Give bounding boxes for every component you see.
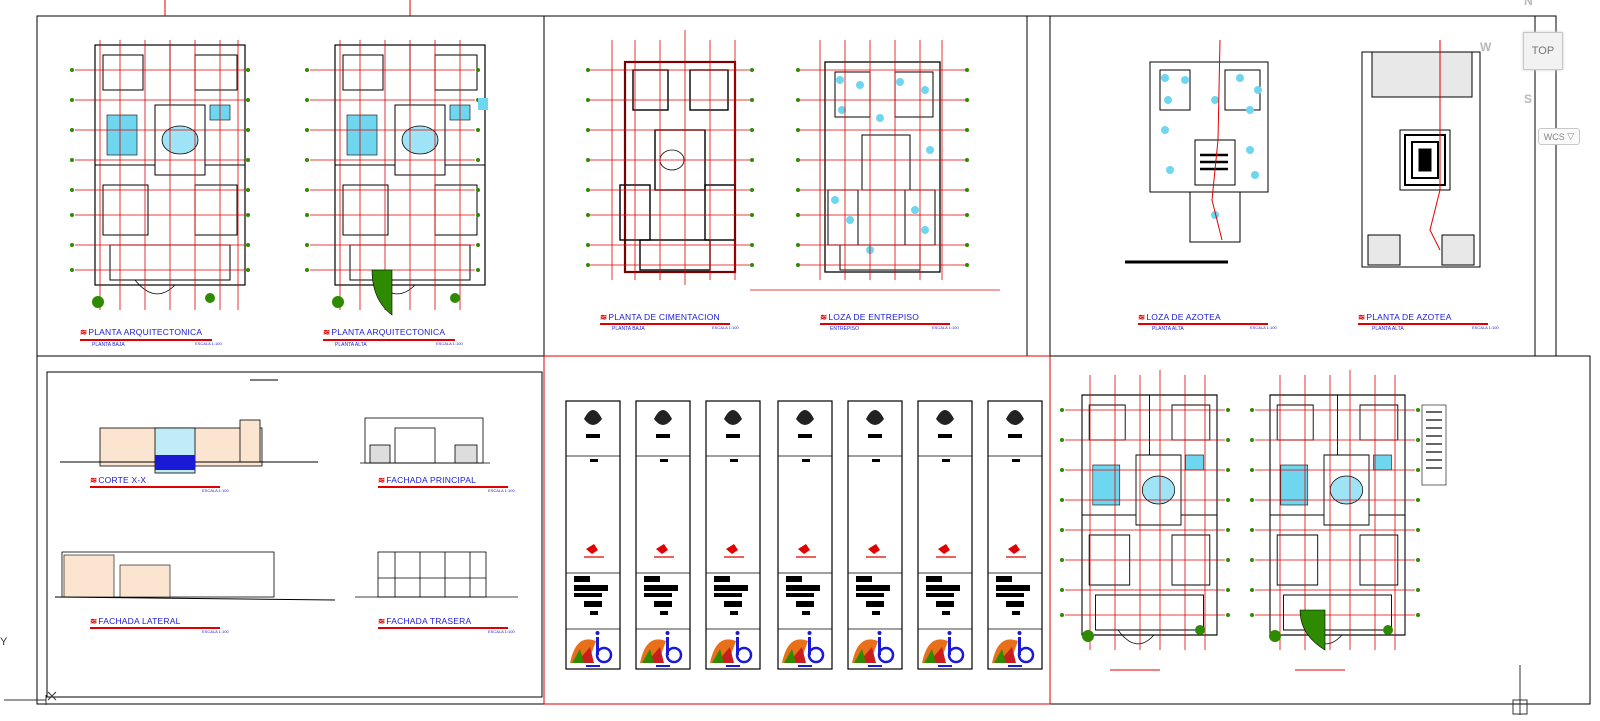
subtitle-planta-alta: PLANTA ALTA — [335, 342, 367, 348]
ucs-y-label: Y — [0, 636, 8, 648]
scale-loza-azotea: ESCALA 1:100 — [1250, 325, 1277, 330]
title-cimentacion: ≋PLANTA DE CIMENTACION — [600, 312, 720, 322]
clouds-azotea — [1161, 74, 1262, 219]
scale-fachada-principal: ESCALA 1:100 — [488, 488, 515, 493]
wcs-menu[interactable]: WCS ▽ — [1538, 128, 1580, 145]
plan-loza-azotea — [1149, 61, 1269, 243]
scale-planta-azotea: ESCALA 1:100 — [1472, 325, 1499, 330]
title-blocks — [565, 400, 1043, 670]
axis-lines-sheet2 — [590, 30, 1000, 291]
section-corte — [60, 379, 318, 474]
title-planta-azotea: ≋PLANTA DE AZOTEA — [1358, 312, 1452, 322]
scale-fachada-trasera: ESCALA 1:100 — [488, 629, 515, 634]
plan-bottom-right — [1269, 394, 1406, 645]
title-fachada-lateral: ≋FACHADA LATERAL — [90, 616, 181, 626]
viewcube-top-face[interactable]: TOP — [1523, 32, 1563, 70]
scale-planta-baja: ESCALA 1:100 — [195, 341, 222, 346]
title-block — [565, 400, 621, 670]
axis-lines-sheet1 — [75, 40, 475, 310]
chevron-down-icon: ▽ — [1567, 131, 1575, 141]
compass-south[interactable]: S — [1524, 92, 1533, 106]
scale-planta-alta: ESCALA 1:100 — [436, 341, 463, 346]
trees-sheet1 — [92, 293, 460, 308]
title-block — [917, 400, 973, 670]
elevation-trasera — [355, 551, 518, 598]
title-loza-azotea: ≋LOZA DE AZOTEA — [1138, 312, 1221, 322]
plan-bottom-left — [1081, 394, 1218, 645]
compass-north[interactable]: N — [1524, 0, 1533, 8]
clouds-entrepiso — [831, 76, 934, 254]
plan-cimentacion — [619, 60, 737, 274]
compass-west[interactable]: W — [1480, 40, 1492, 54]
title-planta-baja: ≋PLANTA ARQUITECTONICA — [80, 327, 203, 337]
subtitle-cimentacion: PLANTA BAJA — [612, 326, 645, 332]
subtitle-planta-azotea: PLANTA ALTA — [1372, 326, 1404, 332]
plan-azotea — [1361, 51, 1481, 268]
title-corte: ≋CORTE X-X — [90, 475, 147, 485]
subtitle-planta-baja: PLANTA BAJA — [92, 342, 125, 348]
scale-entrepiso: ESCALA 1:100 — [932, 325, 959, 330]
subtitle-loza-azotea: PLANTA ALTA — [1152, 326, 1184, 332]
grid-markers-sheet2 — [586, 68, 969, 267]
plan-entrepiso — [824, 61, 941, 273]
title-fachada-trasera: ≋FACHADA TRASERA — [378, 616, 472, 626]
scale-fachada-lateral: ESCALA 1:100 — [202, 629, 229, 634]
title-block — [705, 400, 761, 670]
axis-lines-sheet5 — [1065, 370, 1415, 650]
title-block — [635, 400, 691, 670]
sheet-borders — [36, 15, 1591, 705]
title-fachada-principal: ≋FACHADA PRINCIPAL — [378, 475, 477, 485]
scale-corte: ESCALA 1:100 — [202, 488, 229, 493]
garden-sheet1 — [371, 269, 393, 316]
scale-cimentacion: ESCALA 1:100 — [712, 325, 739, 330]
title-block — [777, 400, 833, 670]
grid-markers-sheet1 — [70, 68, 480, 272]
viewcube[interactable]: N W S — [1480, 0, 1600, 160]
title-planta-alta: ≋PLANTA ARQUITECTONICA — [323, 327, 446, 337]
elevation-lateral — [54, 551, 336, 601]
title-block — [847, 400, 903, 670]
ucs-icon — [4, 691, 57, 705]
elevation-principal — [360, 417, 490, 464]
title-entrepiso: ≋LOZA DE ENTREPISO — [820, 312, 920, 322]
grid-markers-sheet5 — [1060, 408, 1420, 642]
title-block — [987, 400, 1043, 670]
subtitle-entrepiso: ENTREPISO — [830, 326, 859, 332]
cursor-crosshair — [1512, 665, 1528, 715]
